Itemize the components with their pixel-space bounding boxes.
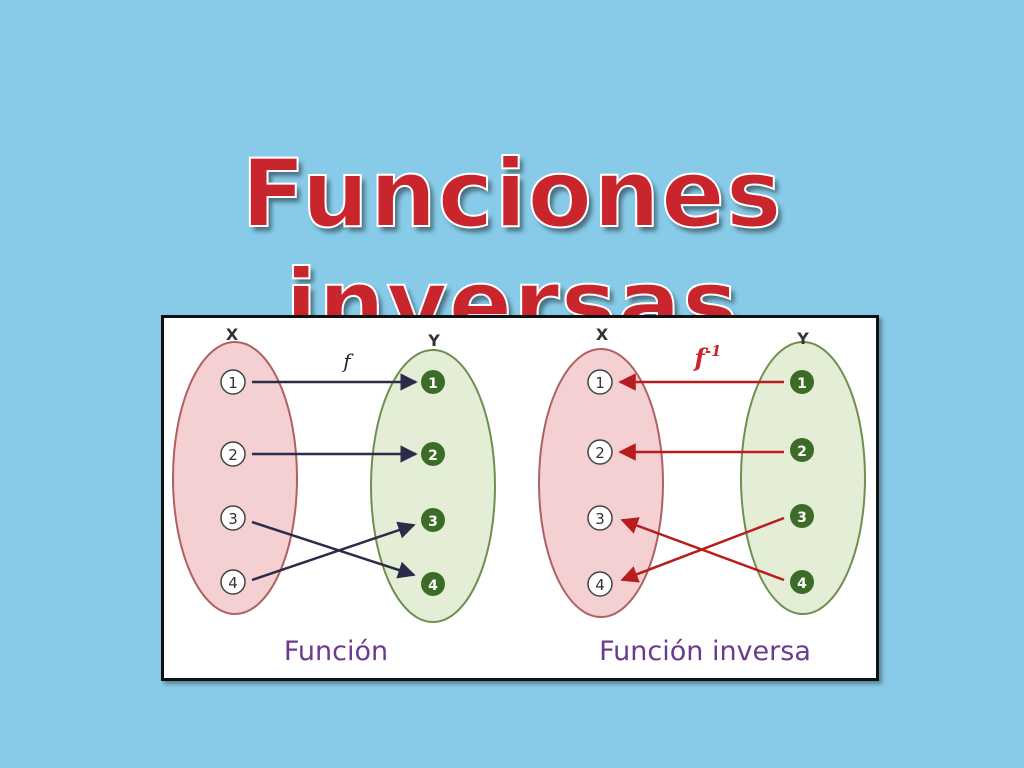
svg-text:4: 4 (797, 576, 807, 592)
function-label-f-inverse: f-1 (693, 342, 722, 372)
svg-text:1: 1 (595, 374, 605, 392)
codomain-element-3: 3 (421, 508, 445, 532)
svg-text:4: 4 (595, 576, 605, 594)
set-label-x: X (596, 325, 609, 344)
domain-element-4: 4 (220, 569, 246, 595)
domain-element-3: 3 (220, 505, 246, 531)
domain-element-3: 3 (587, 505, 613, 531)
domain-set-x (172, 341, 298, 615)
function-label-f: f (341, 349, 354, 373)
svg-text:3: 3 (228, 510, 238, 528)
codomain-element-1: 1 (421, 370, 445, 394)
function-diagram-figure: X Y f 1 2 3 4 (161, 315, 879, 681)
svg-text:3: 3 (428, 514, 438, 530)
caption-function: Función (284, 636, 388, 667)
svg-text:3: 3 (797, 510, 807, 526)
mapping-arrow-3-to-4 (251, 520, 416, 579)
domain-element-2: 2 (220, 441, 246, 467)
svg-text:2: 2 (595, 444, 605, 462)
codomain-element-4: 4 (790, 570, 814, 594)
set-label-y: Y (427, 331, 440, 350)
diagram-function: X Y f 1 2 3 4 (172, 325, 496, 667)
svg-text:2: 2 (797, 444, 807, 460)
svg-text:1: 1 (228, 374, 238, 392)
svg-text:3: 3 (595, 510, 605, 528)
domain-element-1: 1 (587, 369, 613, 395)
set-label-x: X (226, 325, 239, 344)
codomain-element-2: 2 (790, 438, 814, 462)
svg-text:1: 1 (428, 376, 438, 392)
codomain-set-y (740, 341, 866, 615)
codomain-element-1: 1 (790, 370, 814, 394)
codomain-set-y (370, 349, 496, 623)
codomain-element-3: 3 (790, 504, 814, 528)
caption-inverse-function: Función inversa (599, 636, 811, 667)
domain-element-1: 1 (220, 369, 246, 395)
mapping-arrow-4-to-3 (251, 521, 416, 582)
svg-text:4: 4 (228, 574, 238, 592)
slide-title: Funciones inversas (240, 139, 783, 360)
domain-element-4: 4 (587, 571, 613, 597)
diagram-inverse-function: X Y f-1 1 2 3 4 (538, 325, 866, 667)
diagram-canvas: X Y f 1 2 3 4 (172, 325, 866, 667)
svg-text:4: 4 (428, 578, 438, 594)
domain-element-2: 2 (587, 439, 613, 465)
svg-text:1: 1 (797, 376, 807, 392)
svg-text:2: 2 (428, 448, 438, 464)
inverse-arrow-4-to-3 (620, 517, 785, 582)
set-label-y: Y (796, 329, 809, 348)
domain-set-x (538, 348, 664, 618)
codomain-element-4: 4 (421, 572, 445, 596)
codomain-element-2: 2 (421, 442, 445, 466)
svg-text:2: 2 (228, 446, 238, 464)
